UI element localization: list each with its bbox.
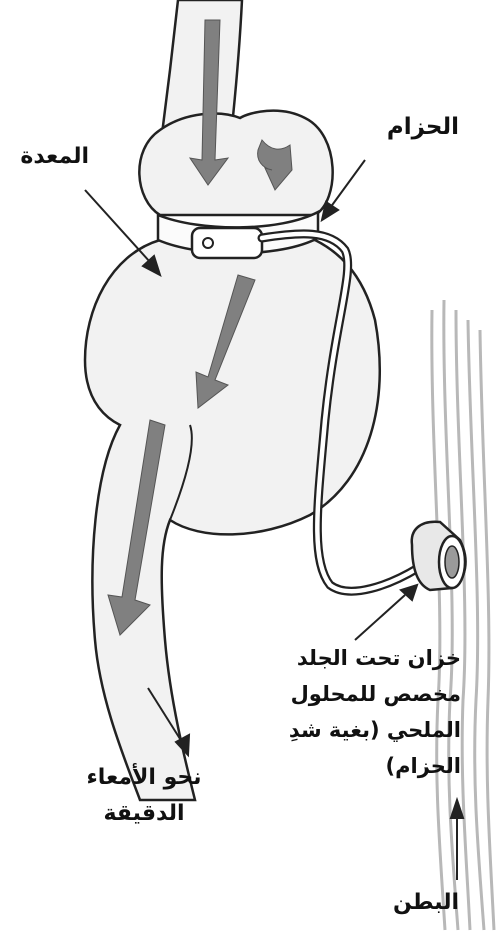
label-intestine-line-1: نحو الأمعاء [64,760,224,796]
label-port-line-2: مخصص للمحلول [289,676,461,712]
label-abdomen: البطن [393,890,459,915]
label-port-line-4: الحزام) [289,748,461,784]
gastric-pouch [139,111,332,215]
label-port-line-1: خزان تحت الجلد [289,640,461,676]
label-port: خزان تحت الجلد مخصص للمحلول الملحي (بغية… [289,640,461,784]
label-intestine: نحو الأمعاء الدقيقة [64,760,224,832]
subcutaneous-port [412,522,466,590]
label-stomach: المعدة [20,144,89,169]
label-port-line-3: الملحي (بغية شدِ [289,712,461,748]
abdomen-wall [432,300,494,930]
label-intestine-line-2: الدقيقة [64,796,224,832]
label-band: الحزام [387,114,459,140]
